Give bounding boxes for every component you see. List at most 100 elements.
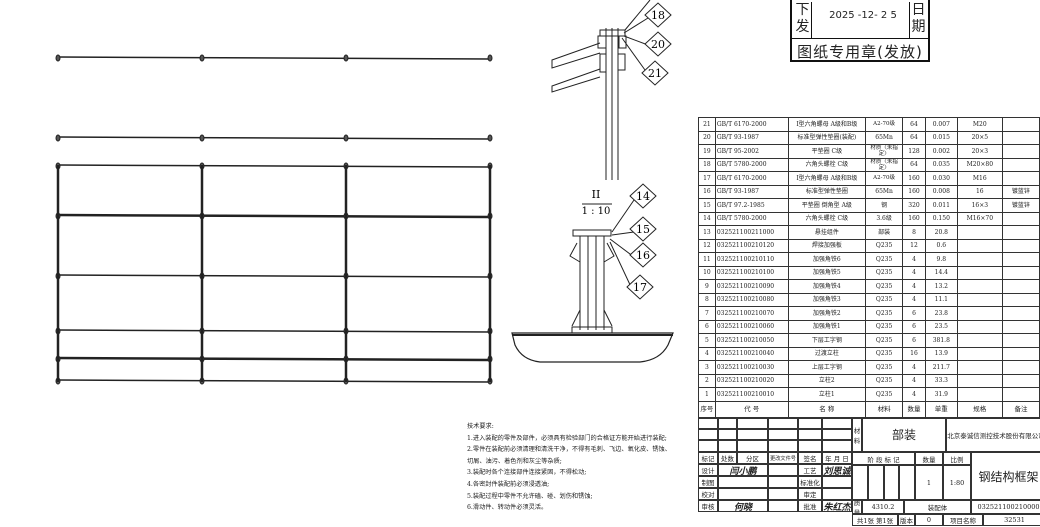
bom-material: 65Mn bbox=[865, 184, 904, 199]
bom-unit-weight: 23.5 bbox=[924, 319, 958, 334]
bom-spec bbox=[956, 265, 1003, 280]
stage-cell bbox=[867, 465, 884, 500]
frame-beam bbox=[57, 379, 491, 383]
bom-seq: 15 bbox=[698, 198, 716, 213]
bom-qty: 4 bbox=[902, 265, 926, 280]
bom-unit-weight: 11.1 bbox=[924, 292, 958, 307]
revision-header: 签名 bbox=[798, 452, 822, 464]
bom-header-row: 序号代 号名 称材料数量单重规格备注 bbox=[698, 400, 1040, 419]
bom-qty: 6 bbox=[902, 306, 926, 321]
tech-title: 技术要求: bbox=[467, 423, 494, 430]
revision-cell bbox=[768, 417, 798, 429]
bom-remark bbox=[1001, 252, 1040, 267]
revision-header: 标记 bbox=[698, 452, 718, 464]
bom-qty: 4 bbox=[902, 373, 926, 388]
bom-unit-weight: 0.015 bbox=[924, 130, 958, 145]
bom-remark bbox=[1001, 144, 1040, 159]
bom-material: Q235 bbox=[865, 360, 904, 375]
role-label: 设计 bbox=[698, 464, 718, 476]
role-label: 审定 bbox=[798, 488, 822, 500]
bom-name: 加强角铁6 bbox=[787, 252, 867, 267]
frame-joint bbox=[487, 134, 493, 142]
bom-unit-weight: 0.6 bbox=[924, 238, 958, 253]
bom-material: Q235 bbox=[865, 333, 904, 348]
bom-code: GB/T 6170-2000 bbox=[714, 171, 789, 186]
bom-seq: 11 bbox=[698, 252, 716, 267]
bom-code: 032521100210030 bbox=[714, 360, 789, 375]
bom-unit-weight: 0.035 bbox=[924, 157, 958, 172]
release-stamp: 下发 2025 -12- 2 5 日期 图纸专用章(发放) bbox=[790, 0, 930, 62]
bom-code: 032521100210060 bbox=[714, 319, 789, 334]
bom-material: Q235 bbox=[865, 346, 904, 361]
stamp-date-label: 日期 bbox=[909, 2, 927, 38]
revision-cell bbox=[822, 440, 852, 452]
version-value: 0 bbox=[915, 514, 943, 526]
bom-qty: 6 bbox=[902, 333, 926, 348]
bom-material: Q235 bbox=[865, 252, 904, 267]
bom-material: Q235 bbox=[865, 265, 904, 280]
bom-spec: 16×3 bbox=[956, 198, 1003, 213]
company-name: 北京泰诚信测控技术股份有限公司 bbox=[946, 417, 1040, 452]
bom-seq: 14 bbox=[698, 211, 716, 226]
bom-name: 悬挂组件 bbox=[787, 225, 867, 240]
bom-qty: 16 bbox=[902, 346, 926, 361]
bom-material: 部装 bbox=[865, 225, 904, 240]
project-label: 项目名称 bbox=[943, 514, 983, 526]
revision-cell bbox=[698, 417, 718, 429]
detail-scale: 1 : 10 bbox=[582, 206, 611, 217]
role-label: 批准 bbox=[798, 500, 822, 512]
signature-cell bbox=[822, 476, 852, 488]
bom-code: 032521100210040 bbox=[714, 346, 789, 361]
bom-spec bbox=[956, 346, 1003, 361]
stamp-date: 2025 -12- 2 5 bbox=[829, 10, 897, 21]
bom-name: 加强角铁4 bbox=[787, 279, 867, 294]
bom-qty: 6 bbox=[902, 319, 926, 334]
bom-code: 032521100210070 bbox=[714, 306, 789, 321]
bom-seq: 17 bbox=[698, 171, 716, 186]
balloon-number: 17 bbox=[633, 281, 647, 294]
bom-qty: 64 bbox=[902, 117, 926, 132]
bom-name: 过渡立柱 bbox=[787, 346, 867, 361]
bom-code: GB/T 5780-2000 bbox=[714, 157, 789, 172]
weight-label: 质量 bbox=[852, 500, 862, 514]
signature-cell bbox=[768, 488, 798, 500]
bom-material: Q235 bbox=[865, 306, 904, 321]
bom-qty: 12 bbox=[902, 238, 926, 253]
bom-spec bbox=[956, 279, 1003, 294]
bom-seq: 1 bbox=[698, 387, 716, 402]
bom-spec bbox=[956, 292, 1003, 307]
bom-name: 标准型弹性垫圈 bbox=[787, 184, 867, 199]
revision-cell bbox=[798, 417, 822, 429]
bom-unit-weight: 14.4 bbox=[924, 265, 958, 280]
bom-name: 标准型弹性垫圈(装配) bbox=[787, 130, 867, 145]
frame-beam bbox=[57, 164, 491, 168]
balloon-number: 15 bbox=[636, 223, 650, 236]
revision-header: 更改文件号 bbox=[768, 452, 798, 464]
bom-material: Q235 bbox=[865, 279, 904, 294]
bom-spec: 16 bbox=[956, 184, 1003, 199]
bom-code: 032521100210050 bbox=[714, 333, 789, 348]
bom-header-code: 代 号 bbox=[714, 400, 789, 419]
bom-seq: 8 bbox=[698, 292, 716, 307]
bom-name: 六角头螺栓 C级 bbox=[787, 211, 867, 226]
bom-remark bbox=[1001, 373, 1040, 388]
bom-code: 032521100210120 bbox=[714, 238, 789, 253]
bom-remark bbox=[1001, 279, 1040, 294]
tech-requirement-item: 1.进入装配的零件及部件，必须具有检验部门的合格证方能开始进行装配; bbox=[467, 434, 667, 442]
bom-seq: 5 bbox=[698, 333, 716, 348]
bom-remark bbox=[1001, 225, 1040, 240]
tech-requirement-item: 3.装配时各个连接部件连接紧固，不得松动; bbox=[467, 469, 587, 477]
bom-seq: 19 bbox=[698, 144, 716, 159]
revision-cell bbox=[798, 428, 822, 440]
part-balloon: 15 bbox=[629, 216, 657, 242]
bom-material: Q235 bbox=[865, 238, 904, 253]
approver-signature: 朱红杰 bbox=[822, 500, 852, 512]
bom-code: 032521100210110 bbox=[714, 252, 789, 267]
bom-name: 加强角铁1 bbox=[787, 319, 867, 334]
balloon-number: 21 bbox=[648, 67, 662, 80]
